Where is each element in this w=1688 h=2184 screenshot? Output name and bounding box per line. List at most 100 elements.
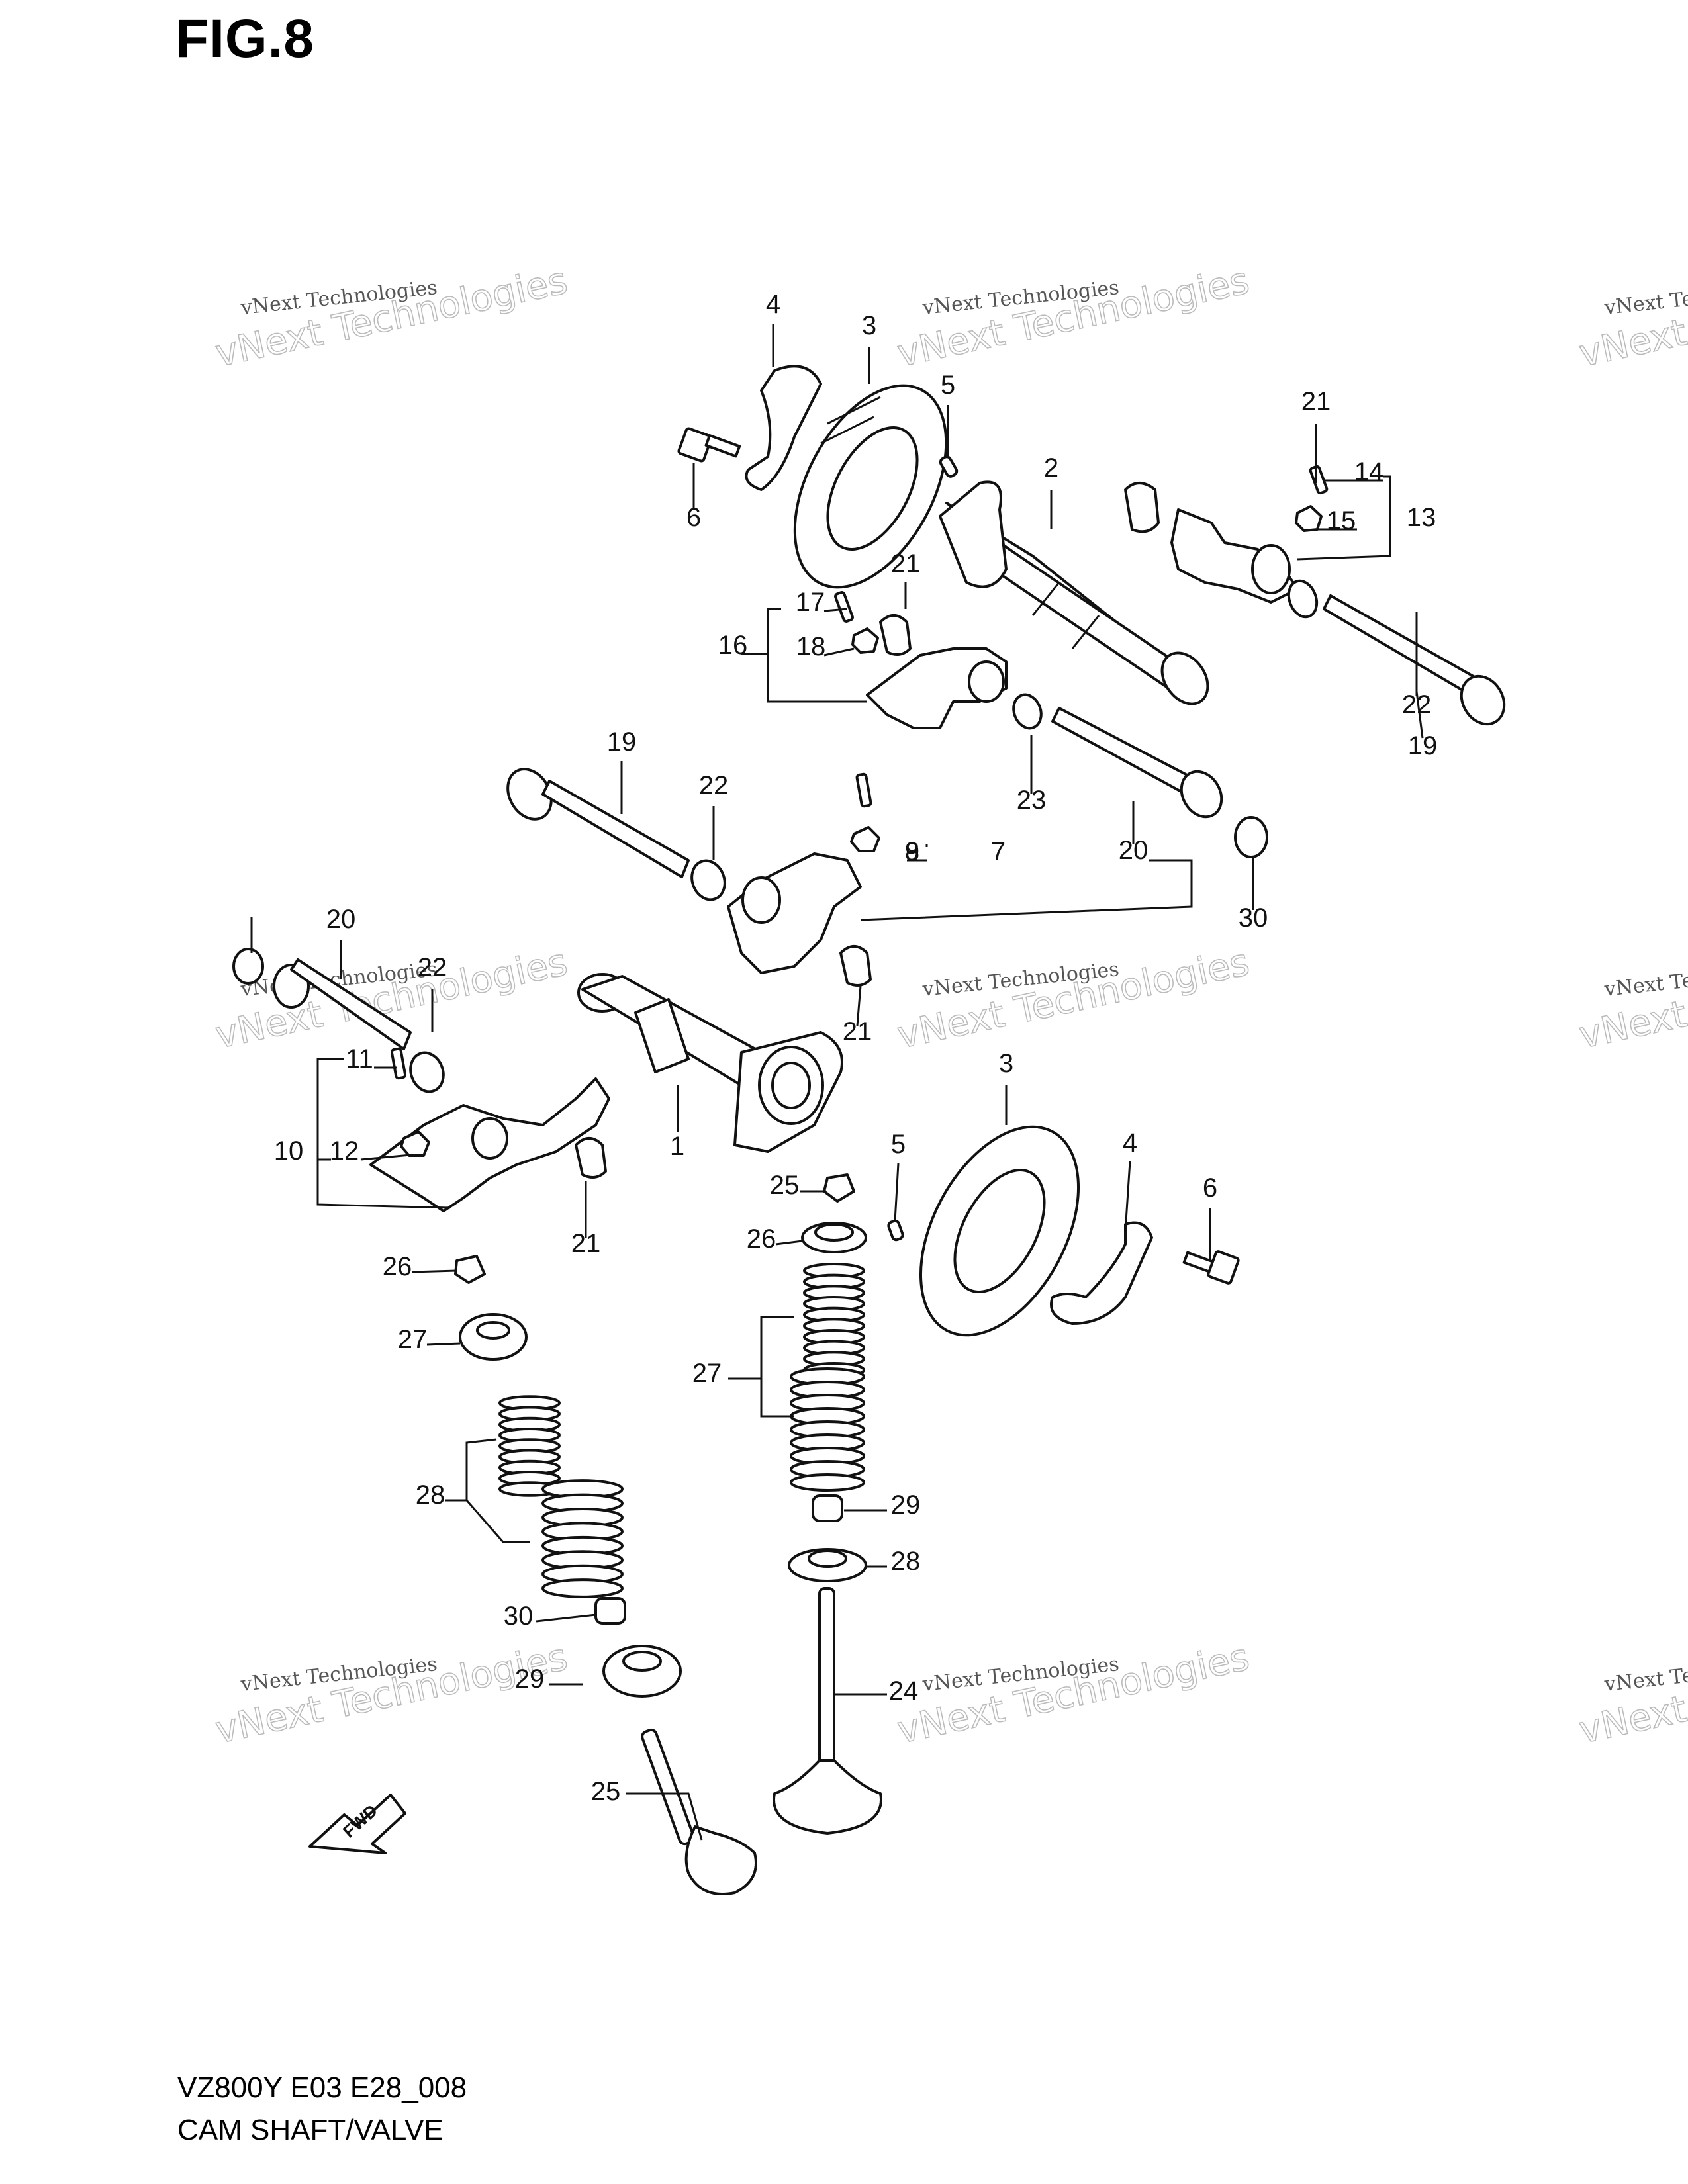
callout-19: 19	[607, 727, 637, 756]
leader-line-20	[741, 608, 867, 703]
washer-21-middle	[839, 945, 872, 987]
callout-8: 8	[905, 837, 919, 866]
callout-24: 24	[889, 1676, 919, 1706]
rocker-arm-left	[369, 1047, 610, 1212]
leader-line-24	[1415, 691, 1424, 739]
cotter-25-left	[454, 1255, 486, 1284]
callout-1: 1	[670, 1132, 684, 1161]
leader-line-16	[360, 1154, 411, 1161]
cotter-25-right	[823, 1173, 855, 1203]
rocker-arm-upper-right	[1170, 465, 1329, 604]
watermark-large: vNext Technologies	[1575, 1635, 1688, 1752]
cam-gear-upper	[793, 384, 948, 589]
retainer-clip-upper	[745, 365, 822, 491]
callout-21: 21	[891, 549, 921, 578]
callout-12: 12	[330, 1136, 359, 1165]
watermark-large: vNext Technologies	[894, 940, 1253, 1057]
watermark-large: vNext Technologies	[212, 259, 571, 375]
plug-30-right	[1234, 816, 1268, 858]
fwd-arrow-icon: FWD	[308, 1794, 406, 1854]
leader-line-29	[856, 985, 862, 1026]
callout-20: 20	[1119, 836, 1149, 865]
callout-27: 27	[398, 1325, 428, 1354]
callout-28: 28	[416, 1480, 445, 1510]
spring-seat-right	[788, 1548, 867, 1582]
leader-line-11	[860, 859, 1193, 921]
callout-23: 23	[1017, 786, 1047, 815]
leader-line-36	[626, 1792, 703, 1841]
valve-seal-left	[594, 1597, 626, 1625]
callout-27: 27	[692, 1359, 722, 1388]
dowel-pin-lower	[887, 1219, 904, 1242]
dowel-pin-upper	[939, 455, 959, 478]
callout-21: 21	[1301, 387, 1331, 416]
rocker-arm-7	[727, 772, 880, 974]
watermark-layer: vNext Technologies vNext Technologies vNex…	[211, 259, 1688, 1753]
watermark-large: vNext Technologies	[894, 1635, 1253, 1752]
callout-22: 22	[699, 771, 729, 800]
washer-21-upper	[1124, 482, 1160, 533]
washer-22-left-middle	[690, 859, 726, 901]
callout-21: 21	[843, 1017, 872, 1046]
callout-7: 7	[991, 837, 1006, 866]
watermark-large: vNext Technologies	[1575, 940, 1688, 1057]
callout-16: 16	[718, 631, 748, 660]
leader-line-22	[823, 647, 855, 657]
callout-20: 20	[326, 905, 356, 934]
figure-title: FIG.8	[175, 9, 315, 69]
callout-30: 30	[1239, 903, 1268, 933]
leader-lines	[250, 324, 1424, 1841]
retainer-clip-lower	[1050, 1221, 1153, 1325]
leader-line-42	[445, 1438, 530, 1543]
spring-inner-left	[541, 1479, 624, 1598]
model-code: VZ800Y E03 E28_008	[177, 2071, 467, 2104]
callout-21: 21	[571, 1229, 601, 1258]
callout-3: 3	[862, 311, 876, 340]
callout-6: 6	[686, 503, 701, 532]
watermark-large: vNext Technologies	[1575, 259, 1688, 375]
leader-line-14	[316, 1058, 451, 1209]
callout-25: 25	[770, 1171, 800, 1200]
leader-line-40	[426, 1342, 461, 1346]
callout-2: 2	[1044, 453, 1058, 482]
callout-22: 22	[418, 953, 447, 982]
leader-line-39	[775, 1240, 803, 1246]
rocker-shaft-middle	[1051, 707, 1223, 819]
callout-4: 4	[766, 290, 780, 319]
callout-26: 26	[383, 1252, 412, 1281]
valve-intake	[641, 1728, 757, 1895]
camshaft-upper	[939, 480, 1209, 705]
cam-gear-lower	[919, 1125, 1080, 1337]
callout-17: 17	[796, 588, 825, 617]
callout-11: 11	[346, 1044, 373, 1073]
callout-15: 15	[1327, 506, 1356, 535]
retainer-26-left	[459, 1313, 528, 1361]
bolt-upper	[677, 427, 741, 463]
watermark-large: vNext Technologies	[212, 1635, 571, 1752]
spring-seat-left	[602, 1645, 682, 1698]
callout-26: 26	[747, 1224, 776, 1253]
leader-line-17	[1297, 475, 1391, 561]
rocker-shaft-left	[506, 768, 690, 878]
valve-stack-right	[801, 1222, 867, 1253]
callout-22: 22	[1402, 690, 1432, 719]
callout-29: 29	[891, 1490, 921, 1520]
rocker-arm-middle	[834, 591, 1008, 729]
callout-14: 14	[1354, 457, 1384, 486]
rocker-shaft-left-lower	[232, 948, 412, 1050]
callout-5: 5	[891, 1130, 906, 1159]
spring-inner-right	[790, 1367, 865, 1492]
callout-10: 10	[274, 1136, 304, 1165]
callout-5: 5	[941, 371, 955, 400]
callout-29: 29	[515, 1664, 545, 1694]
watermark-large: vNext Technologies	[894, 259, 1253, 375]
callout-4: 4	[1123, 1128, 1137, 1158]
spring-coil	[541, 1578, 624, 1598]
leader-line-6	[1124, 1161, 1131, 1232]
leader-line-38	[411, 1269, 457, 1273]
callout-30: 30	[504, 1602, 534, 1631]
leader-line-8	[894, 1163, 900, 1222]
callout-9: 9	[905, 837, 919, 866]
